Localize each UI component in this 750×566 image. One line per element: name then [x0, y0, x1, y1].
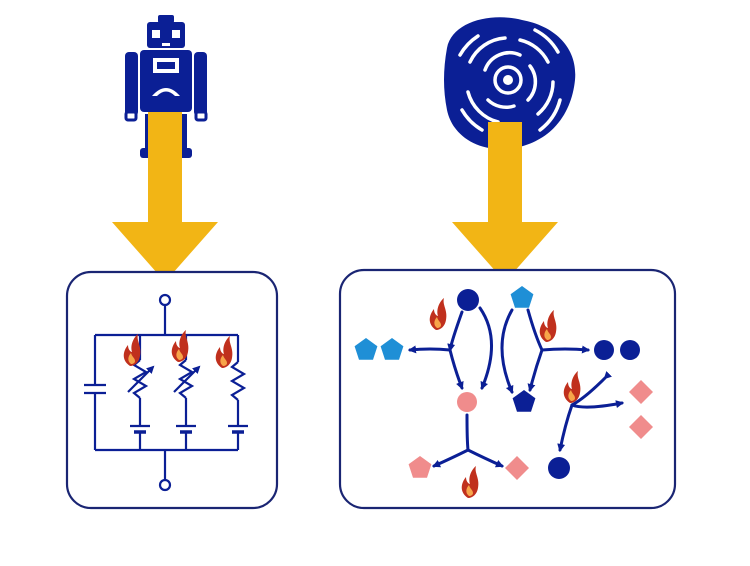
species-node: [457, 289, 479, 311]
cell-icon: [444, 17, 576, 150]
species-node: [594, 340, 614, 360]
left-yellow-arrow: [112, 112, 218, 282]
species-node: [620, 340, 640, 360]
reaction-network-panel: [338, 268, 677, 510]
species-node: [457, 392, 477, 412]
circuit-panel: [65, 270, 279, 510]
species-node: [548, 457, 570, 479]
right-yellow-arrow: [452, 122, 558, 282]
branch-3: [228, 335, 248, 450]
branch-2: [173, 335, 201, 450]
